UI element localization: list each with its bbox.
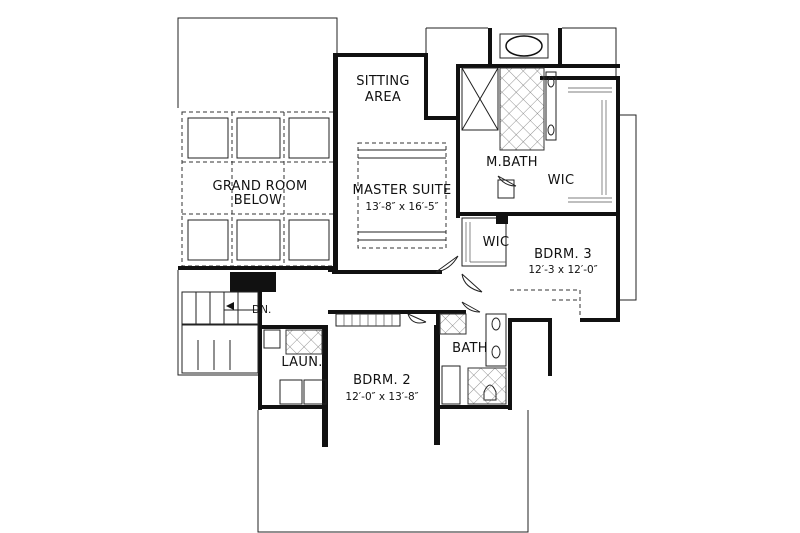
master-bed-outline <box>357 142 447 249</box>
bdrm3-overhang <box>510 289 581 318</box>
door-swings <box>407 175 517 324</box>
bath-label: BATH <box>452 341 488 356</box>
master-wic-shelves <box>568 87 612 203</box>
grand-room-label-2: BELOW <box>234 193 283 208</box>
bath-fixtures <box>439 313 507 405</box>
grand-room-grid <box>181 111 335 267</box>
master-bath-tiles <box>461 33 557 199</box>
bedroom2-dims: 12′-0″ x 13′-8″ <box>345 391 418 403</box>
bedroom3-dims: 12′-3 x 12′-0″ <box>528 264 597 276</box>
grand-room-label-1: GRAND ROOM <box>212 179 307 194</box>
stairs-down-label: DN. <box>252 304 271 316</box>
sitting-area-label-2: AREA <box>365 90 401 105</box>
bedroom3-label: BDRM. 3 <box>534 247 592 262</box>
laundry-fixtures <box>263 329 327 405</box>
wic2-label: WIC <box>483 235 510 250</box>
laundry-label: LAUN. <box>281 355 322 370</box>
master-suite-dims: 13′-8″ x 16′-5″ <box>365 201 438 213</box>
bedroom2-label: BDRM. 2 <box>353 373 411 388</box>
stairs <box>181 291 259 374</box>
master-wic-label: WIC <box>548 173 575 188</box>
wic2-shelves <box>461 212 508 267</box>
room-labels: GRAND ROOM BELOW SITTING AREA MASTER SUI… <box>212 74 597 403</box>
sitting-area-label-1: SITTING <box>356 74 409 89</box>
master-bath-label: M.BATH <box>486 155 538 170</box>
master-suite-label: MASTER SUITE <box>352 183 451 198</box>
bdrm2-closet <box>335 313 401 327</box>
exterior-walls <box>178 28 620 447</box>
